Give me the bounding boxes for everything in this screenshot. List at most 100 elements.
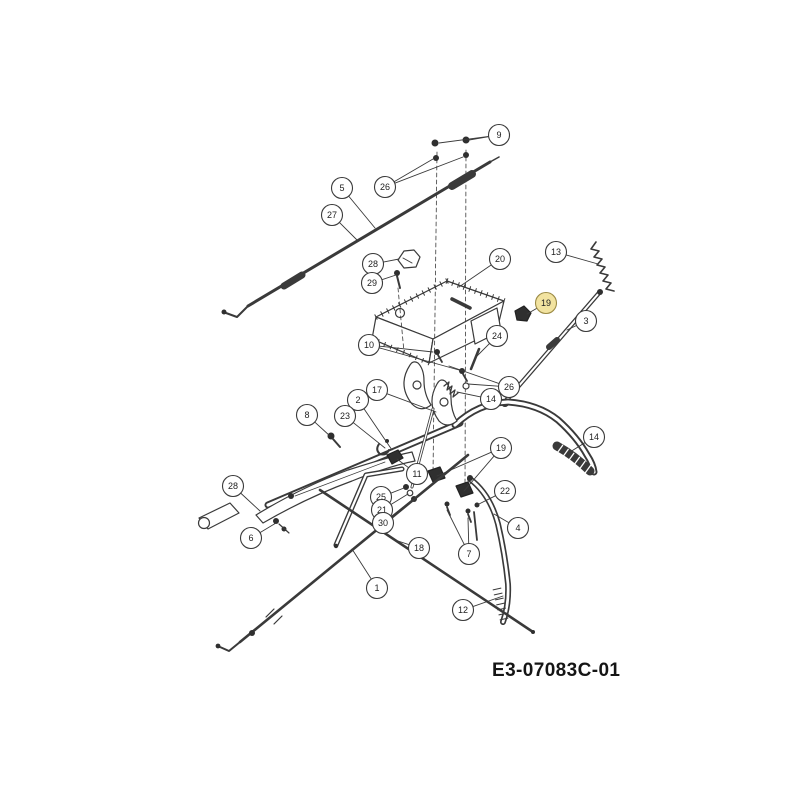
callout-6[interactable]: 6 xyxy=(239,522,277,550)
callout-26[interactable]: 26 xyxy=(448,365,521,399)
callout-number: 29 xyxy=(367,278,377,288)
callout-5[interactable]: 5 xyxy=(330,176,376,229)
panel-bolt-b-shaft xyxy=(462,373,468,382)
cable-tip xyxy=(489,156,500,163)
clip-highlighted xyxy=(514,305,532,322)
clutch-cable xyxy=(238,453,470,644)
callout-circle xyxy=(239,526,263,550)
callout-circle xyxy=(506,516,530,540)
callout-28[interactable]: 28 xyxy=(221,474,261,512)
callout-17[interactable]: 17 xyxy=(365,378,437,413)
callout-12[interactable]: 12 xyxy=(451,595,504,622)
shift-rod-collar xyxy=(546,337,560,350)
cable-break-a xyxy=(265,608,275,618)
callout-27[interactable]: 27 xyxy=(320,203,358,241)
support-bolt xyxy=(327,432,335,440)
callout-number: 19 xyxy=(496,443,506,453)
callout-28[interactable]: 28 xyxy=(361,252,400,276)
bar-clamp-right xyxy=(455,481,474,498)
callout-number: 30 xyxy=(378,518,388,528)
callout-14[interactable]: 14 xyxy=(569,425,606,453)
lower-handle-cap xyxy=(467,475,473,481)
cable-ferrule-b xyxy=(448,170,476,190)
callout-7[interactable]: 7 xyxy=(446,509,481,566)
callout-19[interactable]: 19 xyxy=(526,291,558,315)
shift-rod-cap xyxy=(597,289,603,295)
clutch-cable-ferrule xyxy=(249,630,255,636)
support-nut-pin xyxy=(278,523,290,534)
panel-bolt-a xyxy=(434,349,440,355)
handle-support-rib xyxy=(294,461,386,497)
callout-circle xyxy=(407,536,431,560)
callout-circle xyxy=(489,436,513,460)
callout-23[interactable]: 23 xyxy=(333,404,386,449)
callout-number: 27 xyxy=(327,210,337,220)
callout-number: 1 xyxy=(374,583,379,593)
flange-nut-a xyxy=(433,155,439,161)
proj-line-a xyxy=(432,151,438,475)
callout-11[interactable]: 11 xyxy=(396,458,429,486)
handlebar-grip xyxy=(552,441,595,476)
clamp-bolt-a-head xyxy=(444,501,450,507)
callout-number: 14 xyxy=(589,432,599,442)
callout-number: 9 xyxy=(496,130,501,140)
callout-number: 20 xyxy=(495,254,505,264)
callout-number: 26 xyxy=(380,182,390,192)
callout-circle xyxy=(357,333,381,357)
handle-support-hub-end xyxy=(197,516,211,530)
callout-26[interactable]: 26 xyxy=(373,156,464,199)
callout-number: 25 xyxy=(376,492,386,502)
callout-2[interactable]: 2 xyxy=(346,388,393,451)
drawing-number: E3-07083C-01 xyxy=(492,660,621,681)
callout-circle xyxy=(451,598,475,622)
callout-number: 10 xyxy=(364,340,374,350)
callout-20[interactable]: 20 xyxy=(458,247,512,288)
spring xyxy=(590,241,615,292)
clamp-hook xyxy=(376,443,390,456)
clamp-pin xyxy=(385,439,389,443)
callout-circle xyxy=(544,240,568,264)
callout-number: 24 xyxy=(492,331,502,341)
callout-circle xyxy=(360,271,384,295)
callout-19[interactable]: 19 xyxy=(436,436,513,492)
cable-break-b xyxy=(273,615,283,625)
cable-clamp xyxy=(386,449,404,465)
proj-line-b xyxy=(464,149,467,491)
callout-circle xyxy=(330,176,354,200)
callout-number: 17 xyxy=(372,385,382,395)
callout-circle xyxy=(221,474,245,498)
callout-3[interactable]: 3 xyxy=(566,309,598,333)
callout-18[interactable]: 18 xyxy=(394,536,431,560)
callout-1[interactable]: 1 xyxy=(351,548,389,600)
callout-14[interactable]: 14 xyxy=(456,387,503,411)
pivot-bolt-head xyxy=(403,484,409,490)
handle-support-pin xyxy=(288,493,294,499)
callout-22[interactable]: 22 xyxy=(476,479,517,506)
callout-circle xyxy=(457,542,481,566)
callout-number: 8 xyxy=(304,410,309,420)
callout-circle xyxy=(493,479,517,503)
cable-z-dot xyxy=(221,309,227,315)
callout-9[interactable]: 9 xyxy=(438,123,511,147)
callout-number: 21 xyxy=(377,505,387,515)
callout-number: 12 xyxy=(458,605,468,615)
callout-13[interactable]: 13 xyxy=(544,240,599,265)
callout-circle xyxy=(295,403,319,427)
callout-29[interactable]: 29 xyxy=(360,271,397,295)
long-bolt xyxy=(473,511,478,541)
cable-z-end xyxy=(225,305,249,318)
proj-line-c xyxy=(397,287,405,353)
callout-24[interactable]: 24 xyxy=(475,324,509,358)
lower-handle-tube xyxy=(467,476,512,625)
callout-4[interactable]: 4 xyxy=(493,513,530,540)
callout-30[interactable]: 30 xyxy=(371,499,413,535)
clamp-bolt-b-shaft xyxy=(467,513,472,523)
callout-10[interactable]: 10 xyxy=(357,333,460,371)
callout-8[interactable]: 8 xyxy=(295,403,331,437)
panel-bolt-a-shaft xyxy=(437,354,443,363)
flange-nut-b xyxy=(463,152,469,158)
callout-circle xyxy=(365,576,389,600)
callout-number: 2 xyxy=(355,395,360,405)
guide-bolt xyxy=(394,270,400,276)
